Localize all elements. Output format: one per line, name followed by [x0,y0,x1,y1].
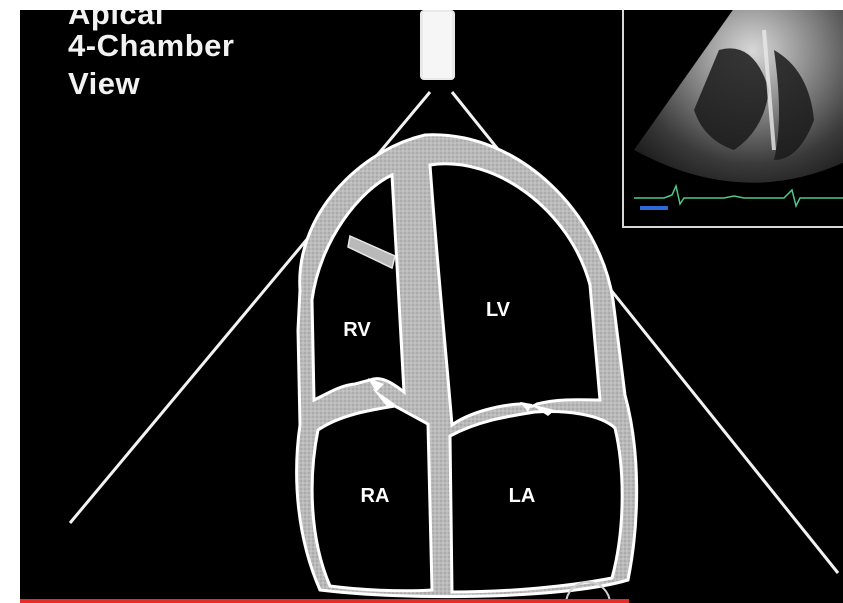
label-ra: RA [361,485,390,507]
label-rv: RV [343,319,371,341]
la-cavity [450,412,622,592]
lv-cavity [430,164,600,425]
echocardiogram-image-icon [624,10,843,226]
video-progress-bar[interactable] [20,599,629,603]
ultrasound-probe-icon [420,10,455,80]
label-lv: LV [486,299,511,321]
echo-inset [622,10,843,228]
video-frame[interactable]: Apical 4-Chamber View [20,10,843,603]
label-la: LA [509,485,536,507]
